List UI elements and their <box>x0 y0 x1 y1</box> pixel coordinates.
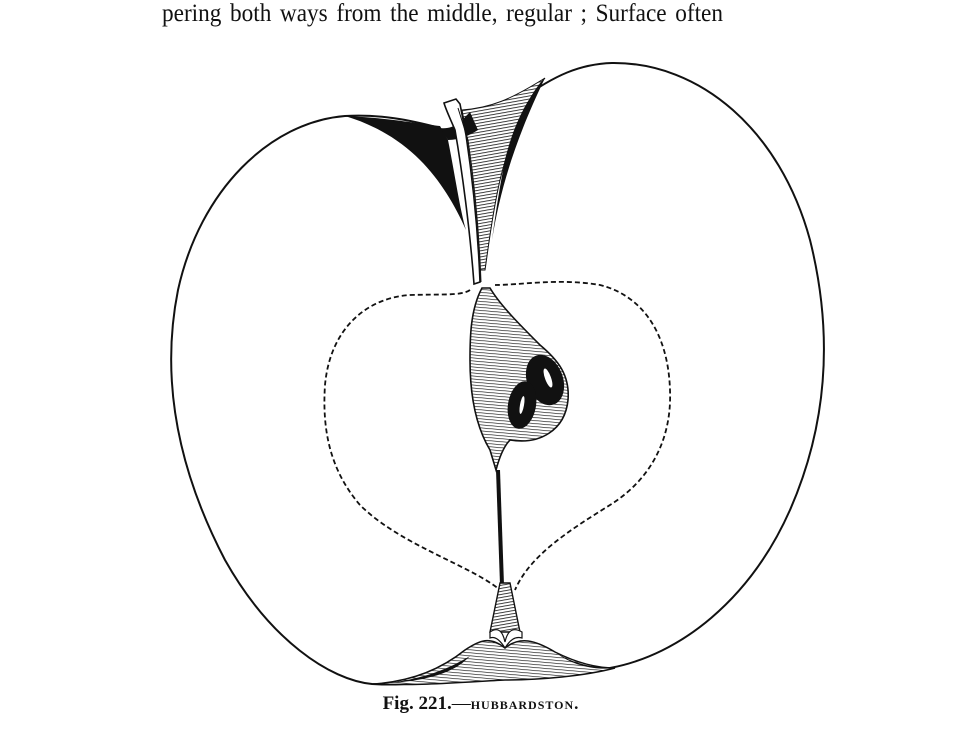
figure-number: Fig. 221. <box>382 693 452 714</box>
stem <box>443 98 482 286</box>
core-and-seeds <box>469 287 569 585</box>
core-line <box>323 281 671 591</box>
figure-name: hubbardston. <box>470 694 580 713</box>
apple-outline <box>170 61 825 686</box>
body-text: pering both ways from the middle, regula… <box>162 0 723 27</box>
caption-dash: — <box>451 693 471 714</box>
figure-caption: Fig. 221.—hubbardston. <box>0 693 962 715</box>
calyx-basin <box>371 582 616 686</box>
body-text-line: pering both ways from the middle, regula… <box>0 0 962 40</box>
